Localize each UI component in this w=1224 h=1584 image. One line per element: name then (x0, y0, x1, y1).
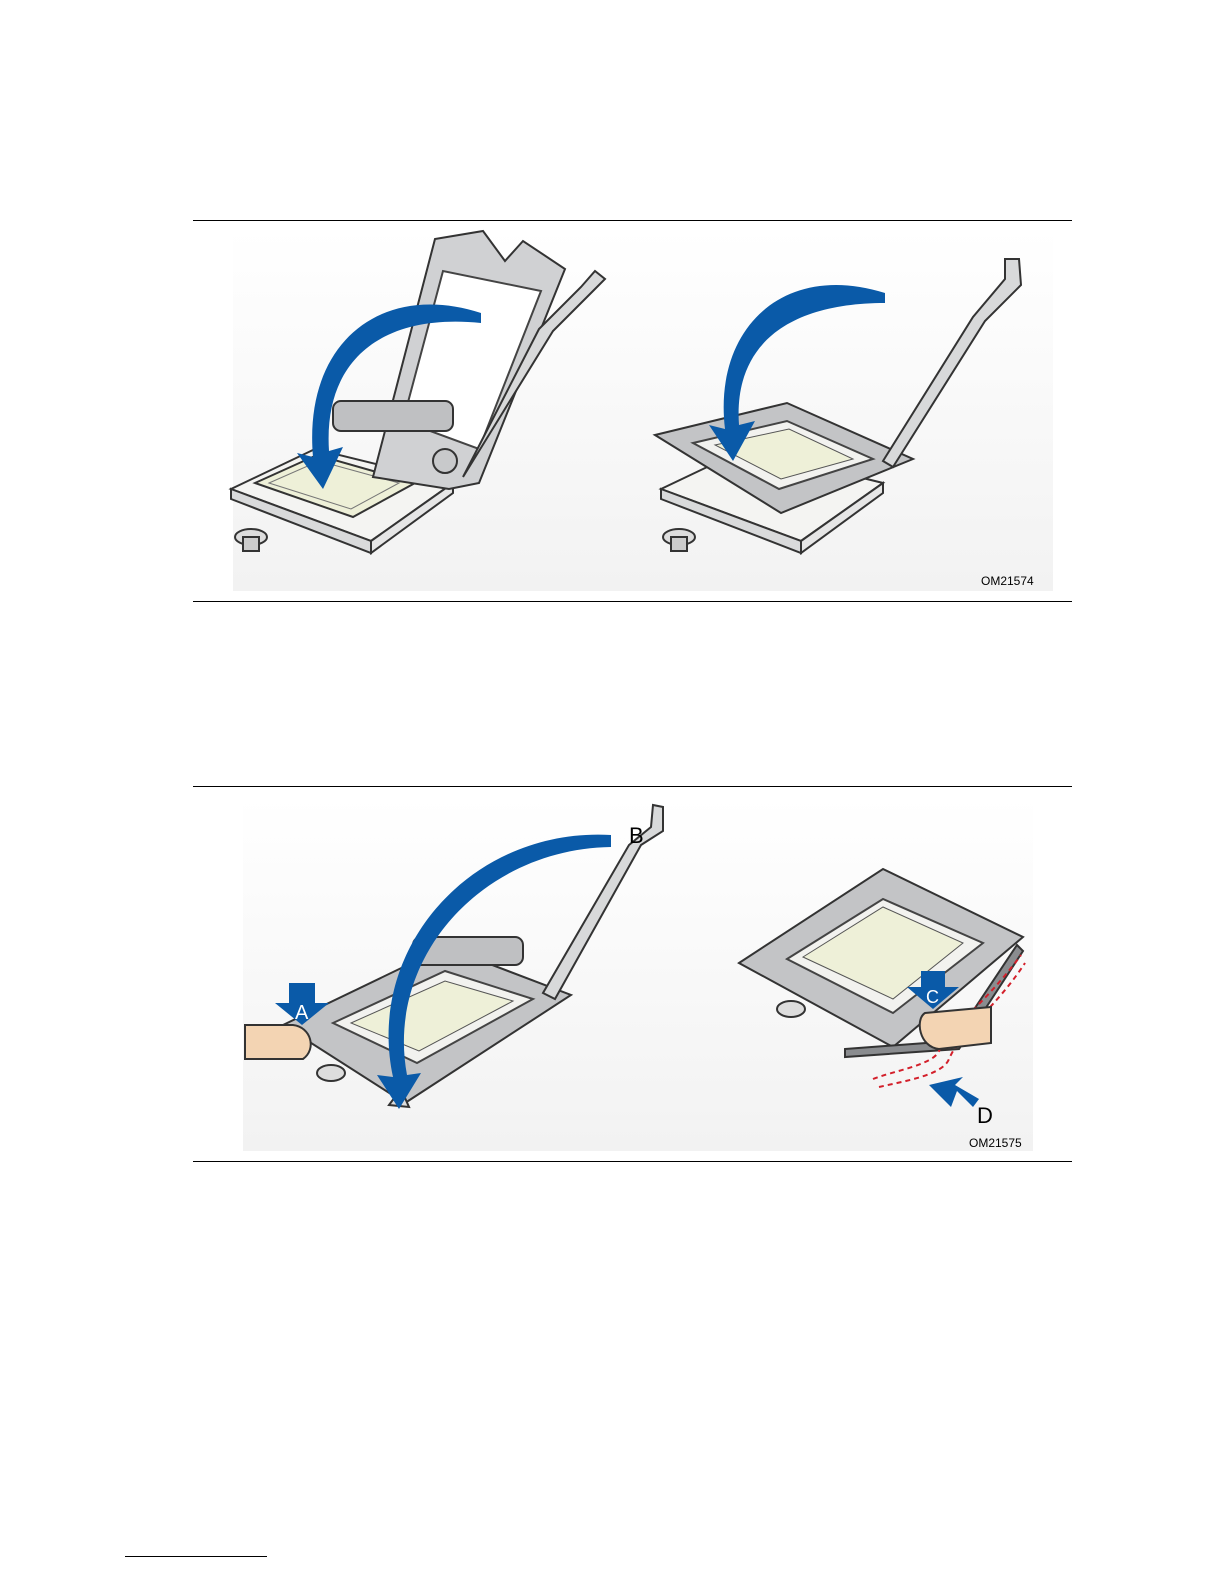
figure-om21574: OM21574 (193, 221, 1072, 601)
callout-a: A (295, 1002, 309, 1024)
callout-d: D (977, 1103, 993, 1128)
figure-om21575: A B C D OM21575 (193, 787, 1072, 1161)
figure2-bottom-rule (193, 1161, 1072, 1162)
figure-code-om21575: OM21575 (969, 1136, 1022, 1150)
figure-om21575-illustration: A B C D OM21575 (193, 787, 1072, 1161)
finger-pressing (245, 1025, 311, 1059)
figure-om21574-illustration: OM21574 (193, 221, 1072, 601)
finger-holding-lever (920, 1007, 991, 1049)
figure1-bottom-rule (193, 601, 1072, 602)
footnote-separator (125, 1556, 267, 1557)
callout-b: B (629, 823, 644, 848)
callout-c: C (926, 987, 939, 1007)
socket-screw-fig2 (317, 1065, 345, 1081)
figure-code-om21574: OM21574 (981, 574, 1034, 588)
